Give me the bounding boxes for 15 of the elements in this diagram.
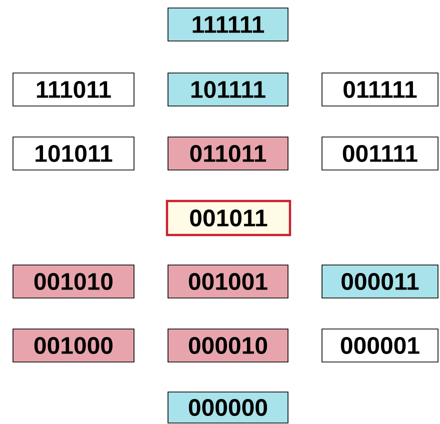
bit-string-box: 001111: [322, 136, 438, 170]
bit-string-box: 101011: [12, 136, 134, 170]
bit-string-box: 001000: [12, 328, 134, 362]
bit-string-box: 101111: [168, 72, 288, 106]
bit-string-box: 000001: [322, 328, 438, 362]
bit-string-box: 011011: [168, 136, 288, 170]
bit-string-box: 111011: [12, 72, 134, 106]
bit-string-box: 001010: [12, 264, 134, 298]
bit-string-box: 011111: [322, 72, 438, 106]
bit-string-box: 111111: [168, 8, 288, 42]
highlighted-box: 001011: [166, 200, 292, 236]
bit-string-box: 000011: [322, 264, 438, 298]
bit-string-box: 000010: [168, 328, 288, 362]
bit-string-box: 001001: [168, 264, 288, 298]
bit-string-box: 000000: [168, 392, 288, 424]
